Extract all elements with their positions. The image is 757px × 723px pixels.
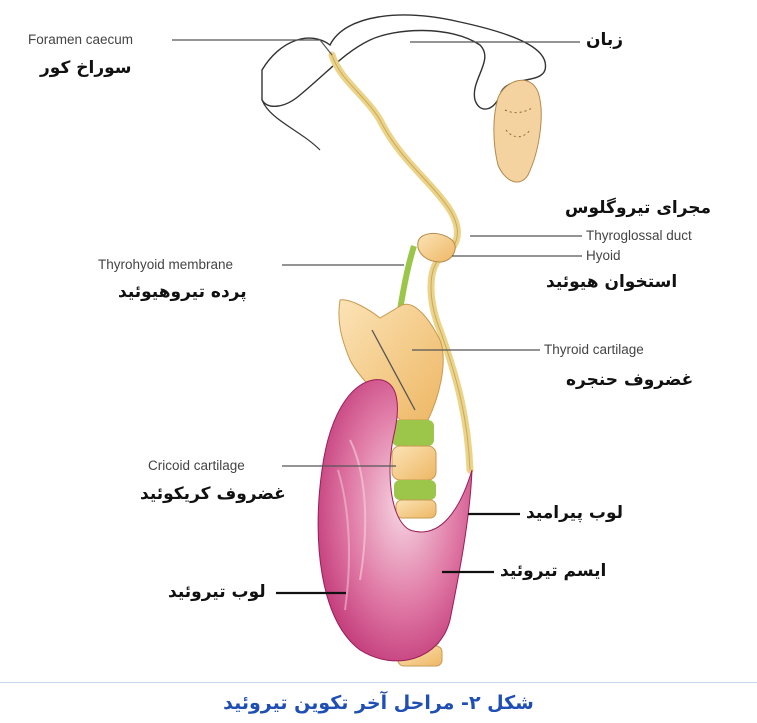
- thyrohyoid-membrane: [400, 246, 414, 310]
- tooth-shape: [494, 80, 541, 182]
- figure-caption: شکل ۲- مراحل آخر تکوین تیروئید: [0, 684, 757, 722]
- thyrohyoid-membrane-label: Thyrohyoid membrane: [98, 257, 233, 272]
- anatomy-illustration: [0, 0, 757, 682]
- tongue-persian-label: زبان: [586, 30, 623, 50]
- foramen-caecum-persian-label: سوراخ کور: [40, 58, 132, 78]
- thyroid-lobe-persian-label: لوب تیروئید: [168, 582, 266, 602]
- thyroid-cartilage-label: Thyroid cartilage: [544, 342, 644, 357]
- thyroid-cartilage-persian-label: غضروف حنجره: [566, 370, 693, 390]
- hyoid-label: Hyoid: [586, 248, 621, 263]
- thyroid-gland: [318, 380, 472, 661]
- thyroid-development-figure: Foramen caecum سوراخ کور زبان مجرای تیرو…: [0, 0, 757, 683]
- hyoid-persian-label: استخوان هیوئید: [546, 272, 677, 292]
- thyrohyoid-membrane-persian-label: پرده تیروهیوئید: [118, 282, 247, 302]
- hyoid-bone: [418, 233, 455, 262]
- tongue-root-outline: [262, 100, 320, 150]
- foramen-caecum-label: Foramen caecum: [28, 32, 133, 47]
- thyroglossal-duct-label: Thyroglossal duct: [586, 228, 692, 243]
- isthmus-persian-label: ایسم تیروئید: [500, 561, 606, 581]
- thyroglossal-duct-persian-label: مجرای تیروگلوس: [565, 198, 711, 218]
- pyramidal-lobe-persian-label: لوب پیرامید: [526, 503, 623, 523]
- cricoid-cartilage-label: Cricoid cartilage: [148, 458, 245, 473]
- cricoid-cartilage-persian-label: غضروف کریکوئید: [140, 484, 286, 504]
